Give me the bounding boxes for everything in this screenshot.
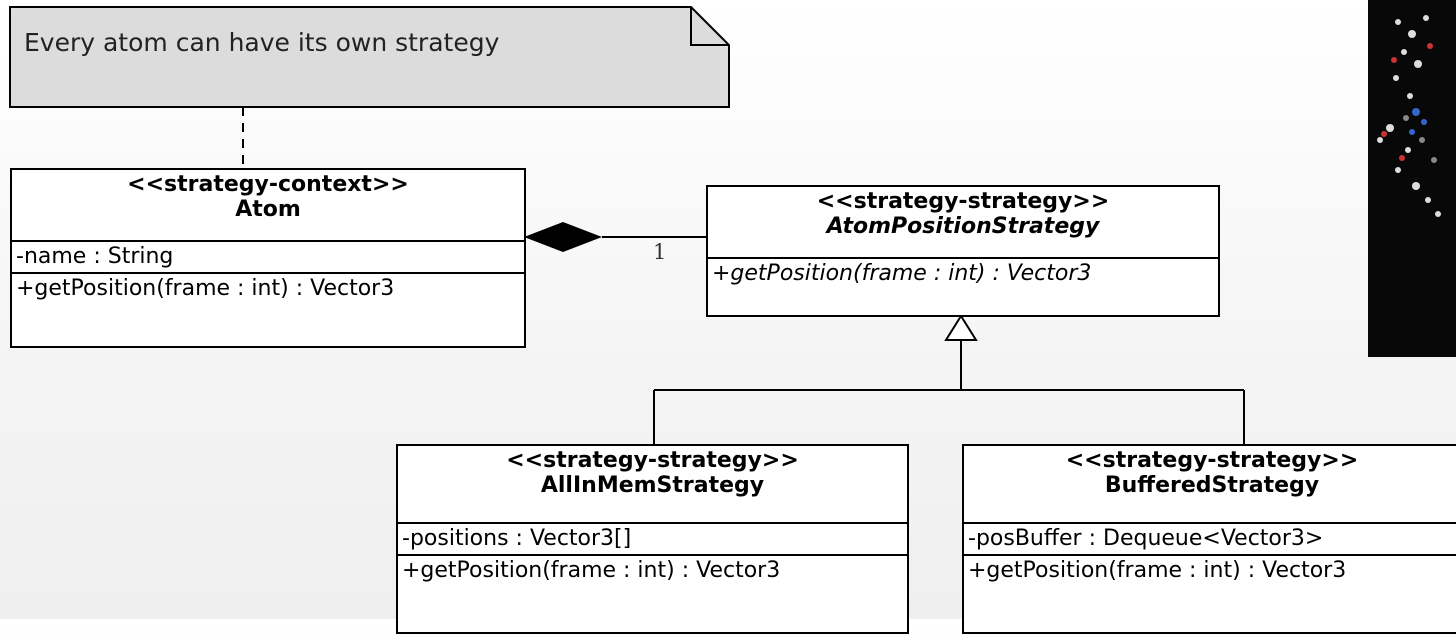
class-name: AtomPositionStrategy [826,214,1100,239]
composition-diamond-icon [524,222,602,252]
class-header: <<strategy-strategy>> AtomPositionStrate… [708,187,1218,259]
attributes-compartment: -posBuffer : Dequeue<Vector3> [964,524,1456,556]
class-atom-position-strategy[interactable]: <<strategy-strategy>> AtomPositionStrate… [706,185,1220,317]
class-buffered-strategy[interactable]: <<strategy-strategy>> BufferedStrategy -… [962,444,1456,634]
operation: +getPosition(frame : int) : Vector3 [16,276,395,301]
class-header: <<strategy-strategy>> AllInMemStrategy [398,446,907,524]
association-multiplicity: 1 [653,240,667,264]
note-text: Every atom can have its own strategy [24,28,500,57]
attribute: -name : String [16,244,174,269]
generalization-arrow-icon [944,314,978,341]
operations-compartment: +getPosition(frame : int) : Vector3 [12,274,524,304]
attribute: -posBuffer : Dequeue<Vector3> [968,526,1324,551]
class-atom[interactable]: <<strategy-context>> Atom -name : String… [10,168,526,348]
diagram-connectors [9,6,1245,444]
attributes-compartment: -positions : Vector3[] [398,524,907,556]
attributes-compartment: -name : String [12,242,524,274]
class-stereotype: <<strategy-context>> [127,172,409,197]
operations-compartment: +getPosition(frame : int) : Vector3 [708,259,1218,289]
operations-compartment: +getPosition(frame : int) : Vector3 [964,556,1456,586]
generalization-lines [653,340,1245,444]
class-stereotype: <<strategy-strategy>> [816,189,1110,214]
operations-compartment: +getPosition(frame : int) : Vector3 [398,556,907,586]
molecule-image-panel [1368,0,1456,357]
operation: +getPosition(frame : int) : Vector3 [712,261,1092,286]
class-header: <<strategy-strategy>> BufferedStrategy [964,446,1456,524]
attribute: -positions : Vector3[] [402,526,632,551]
class-stereotype: <<strategy-strategy>> [1065,448,1359,473]
class-name: BufferedStrategy [1104,473,1320,498]
molecule-image [1377,15,1441,217]
class-header: <<strategy-context>> Atom [12,170,524,242]
class-name: Atom [235,197,301,222]
class-name: AllInMemStrategy [540,473,765,498]
operation: +getPosition(frame : int) : Vector3 [402,558,781,583]
class-stereotype: <<strategy-strategy>> [506,448,799,473]
class-all-in-mem-strategy[interactable]: <<strategy-strategy>> AllInMemStrategy -… [396,444,909,634]
operation: +getPosition(frame : int) : Vector3 [968,558,1347,583]
note-shape [9,6,730,108]
